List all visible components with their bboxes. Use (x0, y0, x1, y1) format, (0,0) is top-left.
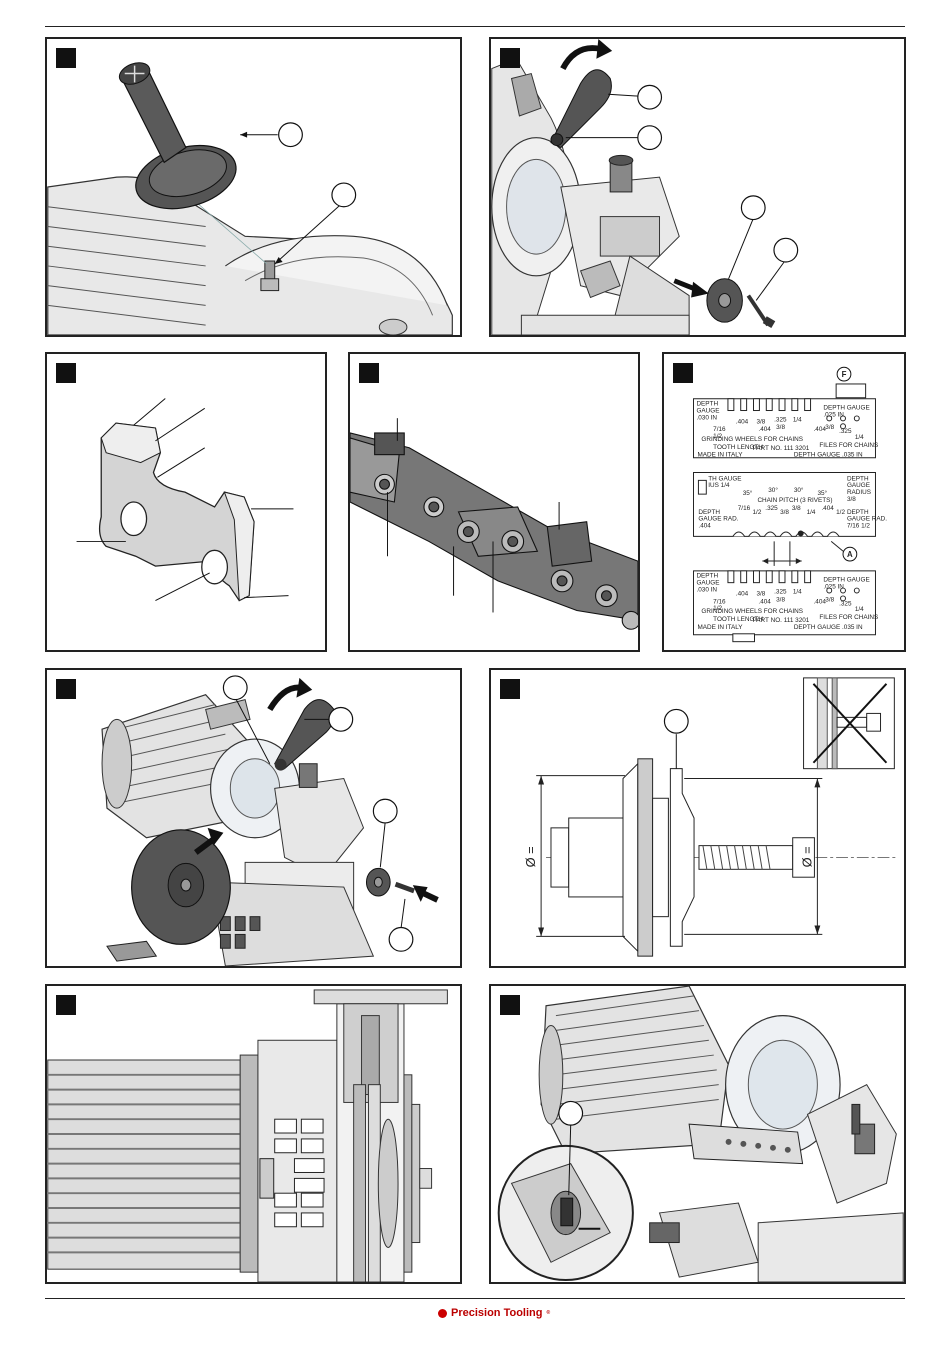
brand-trademark: ® (546, 1310, 551, 1316)
pitch-1-4-label: 1/4 (807, 509, 816, 516)
brand-name: Precision Tooling (451, 1307, 543, 1319)
diameter-left-label: Ø = (523, 846, 538, 867)
size-404-label: .404 (736, 590, 749, 597)
angle-35-left-label: 35° (743, 489, 753, 497)
size-404-label: .404 (736, 418, 749, 425)
right-size-1-4-label: 1/4 (855, 606, 864, 613)
cover-wheel-illustration (491, 39, 799, 335)
made-in-italy-label: MADE IN ITALY (697, 624, 743, 631)
figure-gauge-check (489, 984, 906, 1284)
figure-number-badge (500, 679, 520, 699)
figure-number-badge (56, 363, 76, 383)
size-325-label: .325 (774, 588, 787, 595)
header-rule (45, 26, 905, 27)
cutter-tooth-illustration (76, 398, 294, 602)
size-3-8b-label: 3/8 (776, 424, 785, 431)
right-size-3-8-label: 3/8 (825, 596, 834, 603)
figure-number-badge (359, 363, 379, 383)
right-size-404-label: .404 (814, 426, 827, 433)
size-3-8b-label: 3/8 (776, 596, 785, 603)
flange-shaft-illustration (47, 62, 453, 335)
size-1-4-label: 1/4 (793, 416, 802, 423)
chain-pitch-label: CHAIN PITCH (3 RIVETS) (757, 497, 832, 504)
figure-flange-shaft (45, 37, 462, 337)
pitch-3-8-label: 3/8 (780, 509, 789, 516)
gauge-check-illustration (497, 986, 904, 1282)
flange-dimensions-illustration: Ø = Ø = (523, 677, 897, 957)
figure-flange-dimensions: Ø = Ø = (489, 668, 906, 968)
angle-30-right-label: 30° (794, 486, 804, 494)
figure-number-badge (500, 995, 520, 1015)
figure-chain (348, 352, 640, 652)
figure-wheel-installation (45, 668, 462, 968)
chain-illustration (350, 418, 638, 630)
pitch-7-16-label: 7/16 (738, 505, 751, 512)
depth-gauge-035-label: DEPTH GAUGE .035 IN (794, 624, 863, 631)
files-for-chains-label: FILES FOR CHAINS (819, 614, 878, 621)
size-404b-label: .404 (758, 426, 771, 433)
figure-number-badge (56, 679, 76, 699)
made-in-italy-label: MADE IN ITALY (697, 452, 743, 459)
right-size-325-label: .325 (839, 600, 852, 607)
figure-cover-wheel-removal (489, 37, 906, 337)
files-for-chains-label: FILES FOR CHAINS (819, 442, 878, 449)
right-size-325-label: .325 (839, 428, 852, 435)
pitch-3-8b-label: 3/8 (792, 505, 801, 512)
tooth-length-label: TOOTH LENGTH (713, 444, 763, 451)
tag-f-label: F (842, 370, 847, 379)
angle-30-left-label: 30° (768, 486, 778, 494)
depth-gauge-035-label: DEPTH GAUGE .035 IN (794, 452, 863, 459)
grinding-wheels-label: GRINDING WHEELS FOR CHAINS (701, 436, 803, 443)
right-size-3-8-label: 3/8 (825, 424, 834, 431)
diameter-right-label: Ø = (799, 846, 814, 867)
figure-number-badge (56, 995, 76, 1015)
depth-gauge-025-label: DEPTH GAUGE.025 IN (823, 577, 869, 591)
angle-35-right-label: 35° (817, 489, 827, 497)
figure-number-badge (673, 363, 693, 383)
brand-logo: Precision Tooling® (438, 1307, 550, 1319)
footer-rule (45, 1298, 905, 1299)
tag-a-label: A (847, 550, 853, 559)
size-404b-label: .404 (758, 598, 771, 605)
pitch-325-label: .325 (765, 505, 778, 512)
size-3-8-label: 3/8 (756, 418, 765, 425)
part-number-label: PART NO. 111 3201 (753, 617, 810, 624)
grinding-wheels-label: GRINDING WHEELS FOR CHAINS (701, 608, 803, 615)
pitch-404-label: .404 (821, 505, 834, 512)
size-325-label: .325 (774, 416, 787, 423)
size-1-4-label: 1/4 (793, 588, 802, 595)
right-size-1-4-label: 1/4 (855, 434, 864, 441)
pitch-1-2-label: 1/2 (753, 509, 762, 516)
figure-side-section (45, 984, 462, 1284)
wheel-installation-illustration (101, 675, 439, 966)
part-number-label: PART NO. 111 3201 (753, 445, 810, 452)
depth-gauge-025-label: DEPTH GAUGE.025 IN (823, 405, 869, 419)
figure-number-badge (500, 48, 520, 68)
right-size-404-label: .404 (814, 598, 827, 605)
figure-cutter-tooth (45, 352, 327, 652)
brand-dot-icon (438, 1308, 447, 1318)
figure-number-badge (56, 48, 76, 68)
tooth-length-label: TOOTH LENGTH (713, 616, 763, 623)
pitch-1-2b-label: 1/2 (836, 509, 845, 516)
side-section-illustration (47, 989, 448, 1282)
size-3-8-label: 3/8 (756, 590, 765, 597)
